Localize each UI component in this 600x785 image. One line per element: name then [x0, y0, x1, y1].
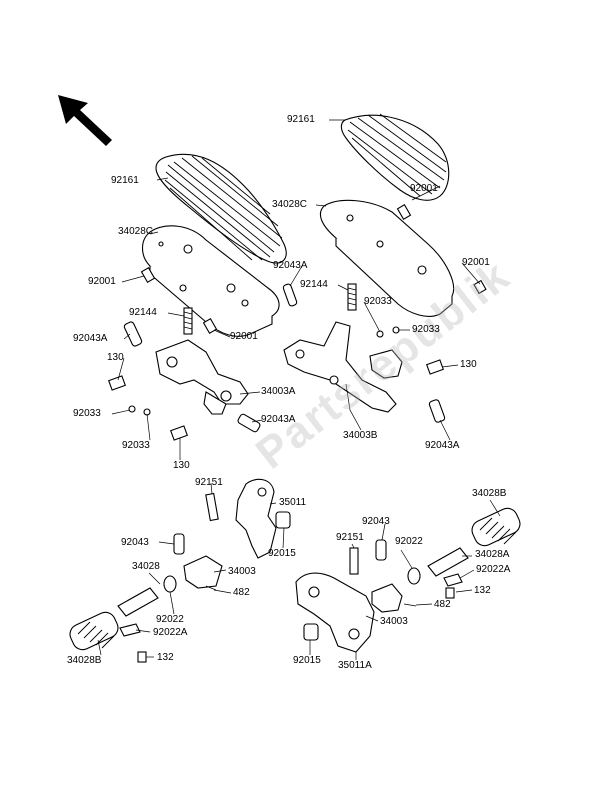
label-92144-right: 92144 [300, 279, 328, 290]
left-clip-92033-a [128, 405, 136, 413]
label-92161-left: 92161 [111, 175, 139, 186]
label-92001: 92001 [230, 331, 258, 342]
label-92151: 92151 [336, 532, 364, 543]
lower-left-peg-34028 [117, 587, 159, 617]
lower-left-nut-92015 [275, 511, 291, 529]
label-92015: 92015 [268, 548, 296, 559]
label-92151: 92151 [195, 477, 223, 488]
right-bracket-34003B [283, 321, 403, 413]
label-92022A: 92022A [153, 627, 188, 638]
label-92144-left: 92144 [129, 307, 157, 318]
left-floorboard-mat [155, 153, 287, 264]
label-92033: 92033 [122, 440, 150, 451]
right-spring-92144 [347, 283, 357, 311]
label-34028C-left: 34028C [118, 226, 154, 237]
label-34003A: 34003A [261, 386, 296, 397]
label-92033: 92033 [412, 324, 440, 335]
left-bolt-92001-b [202, 318, 218, 334]
label-132: 132 [157, 652, 174, 663]
lower-left-bolt-132 [137, 651, 147, 663]
lower-right-bolt-132 [445, 587, 455, 599]
label-130: 130 [107, 352, 124, 363]
left-floorboard-plate [141, 225, 280, 337]
label-92043: 92043 [362, 516, 390, 527]
label-92022: 92022 [156, 614, 184, 625]
lower-right-peg-34028A [427, 547, 469, 577]
label-132: 132 [474, 585, 491, 596]
label-130: 130 [173, 460, 190, 471]
lower-right-clevis-34003 [371, 583, 403, 613]
left-bolt-130-b [170, 425, 188, 441]
label-92043A: 92043A [261, 414, 296, 425]
label-34028B: 34028B [67, 655, 102, 666]
right-pin-92043A [282, 283, 298, 307]
label-92001: 92001 [410, 183, 438, 194]
label-34028: 34028 [132, 561, 160, 572]
right-bolt-92001-b [473, 279, 487, 295]
label-92033: 92033 [73, 408, 101, 419]
lower-right-bracket-35011A [295, 572, 375, 653]
label-92033: 92033 [364, 296, 392, 307]
label-34003: 34003 [228, 566, 256, 577]
lower-right-cotter-482 [403, 603, 417, 607]
lower-right-spring-92022A [443, 573, 463, 587]
lower-right-pin-92043 [375, 539, 387, 561]
right-floorboard-plate [319, 199, 455, 317]
label-92022A: 92022A [476, 564, 511, 575]
lower-right-washer-92022 [407, 567, 421, 585]
label-92043: 92043 [121, 537, 149, 548]
label-34028C-right: 34028C [272, 199, 308, 210]
left-pin-92043A [123, 321, 143, 347]
label-92022: 92022 [395, 536, 423, 547]
right-bolt-130 [426, 359, 444, 375]
lower-left-pin-92043 [173, 533, 185, 555]
left-pin-92043A-b [237, 413, 261, 433]
label-92015: 92015 [293, 655, 321, 666]
label-34003: 34003 [380, 616, 408, 627]
label-92001: 92001 [462, 257, 490, 268]
label-35011: 35011 [279, 497, 307, 508]
right-bolt-92001-a [396, 204, 412, 220]
lower-left-spring-92022A [119, 623, 141, 637]
label-92001: 92001 [88, 276, 116, 287]
leader-lines [97, 119, 501, 660]
right-clip-92033-a [376, 330, 384, 338]
lower-left-bracket-35011 [235, 478, 277, 559]
label-92043A: 92043A [273, 260, 308, 271]
lower-left-cotter-482 [205, 585, 217, 591]
label-482: 482 [434, 599, 451, 610]
right-pin-92043A-b [428, 399, 446, 423]
lower-left-bolt-92151 [205, 492, 219, 522]
lower-right-rubber-34028B [471, 507, 521, 547]
label-35011A: 35011A [338, 660, 372, 671]
label-34028B: 34028B [472, 488, 507, 499]
left-bracket-34003A [155, 339, 249, 415]
right-floorboard-mat [340, 113, 450, 201]
lower-left-clevis-34003 [183, 555, 223, 589]
left-bolt-92001-a [140, 267, 156, 283]
label-92043A: 92043A [73, 333, 108, 344]
label-34003B: 34003B [343, 430, 378, 441]
label-92043A: 92043A [425, 440, 460, 451]
lower-left-washer-92022 [163, 575, 177, 593]
lower-left-rubber-34028B [69, 611, 119, 651]
lower-right-nut-92015 [303, 623, 319, 641]
left-bolt-130-a [108, 375, 126, 391]
label-34028A: 34028A [475, 549, 510, 560]
label-92161-right: 92161 [287, 114, 315, 125]
left-spring-92144 [183, 307, 193, 335]
lower-right-bolt-92151 [349, 547, 359, 575]
label-482: 482 [233, 587, 250, 598]
direction-arrow-icon [58, 95, 112, 146]
label-130: 130 [460, 359, 477, 370]
